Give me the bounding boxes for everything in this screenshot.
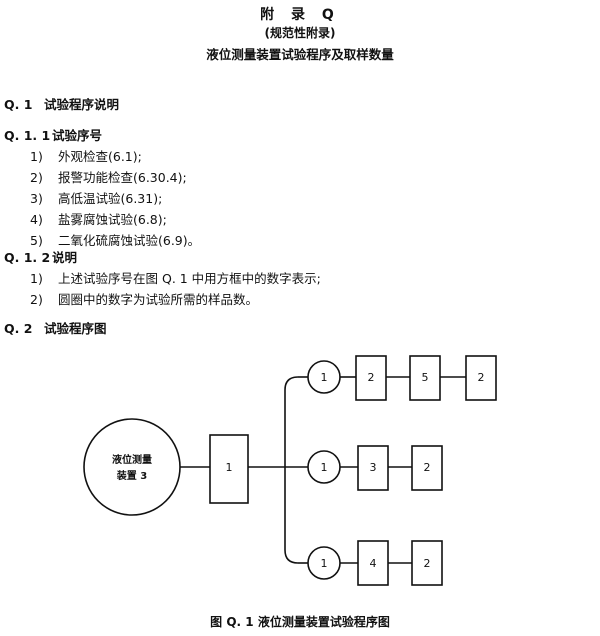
- test-number: 2: [368, 371, 375, 384]
- section-number: Q. 1. 2: [4, 250, 51, 265]
- section-number: Q. 2: [4, 321, 33, 336]
- section-title: 试验序号: [52, 128, 103, 143]
- device-label-line1: 液位测量: [112, 453, 152, 466]
- section-number: Q. 1: [4, 97, 33, 112]
- section-q1-heading: Q. 1 试验程序说明: [4, 94, 119, 113]
- test-number: 4: [370, 557, 377, 570]
- appendix-type: (规范性附录): [264, 26, 336, 40]
- section-number: Q. 1. 1: [4, 128, 51, 143]
- test-number: 2: [424, 557, 431, 570]
- sample-count: 1: [321, 461, 328, 474]
- sample-count: 1: [321, 557, 328, 570]
- test-box: [355, 355, 387, 401]
- test-number: 2: [424, 461, 431, 474]
- list-item: 4)盐雾腐蚀试验(6.8);: [30, 212, 167, 227]
- section-q2-heading: Q. 2 试验程序图: [4, 318, 107, 337]
- test-box: [465, 355, 497, 401]
- section-title: 试验程序说明: [44, 97, 120, 112]
- test-box: [357, 445, 389, 491]
- list-item: 2)圆圈中的数字为试验所需的样品数。: [30, 292, 259, 307]
- device-label-line2: 装置 3: [116, 469, 147, 482]
- test-box: [411, 445, 443, 491]
- sample-count: 1: [321, 371, 328, 384]
- section-title: 试验程序图: [44, 321, 107, 336]
- test-number: 2: [478, 371, 485, 384]
- test-box: [411, 540, 443, 586]
- test-box-1: [209, 434, 249, 504]
- test-number: 5: [422, 371, 429, 384]
- section-title: 说明: [52, 250, 78, 265]
- branch-trunk: [284, 376, 299, 564]
- list-item: 5)二氧化硫腐蚀试验(6.9)。: [30, 233, 201, 248]
- figure-caption: 图 Q. 1 液位测量装置试验程序图: [210, 615, 390, 629]
- test-number: 1: [226, 461, 233, 474]
- device-circle: [83, 418, 181, 516]
- test-box: [409, 355, 441, 401]
- list-item: 3)高低温试验(6.31);: [30, 191, 163, 206]
- list-item: 2)报警功能检查(6.30.4);: [30, 170, 187, 185]
- list-item: 1)上述试验序号在图 Q. 1 中用方框中的数字表示;: [30, 271, 321, 286]
- appendix-title: 液位测量装置试验程序及取样数量: [206, 47, 394, 62]
- appendix-heading: 附 录 Q: [260, 7, 340, 23]
- test-number: 3: [370, 461, 377, 474]
- list-item: 1)外观检查(6.1);: [30, 149, 142, 164]
